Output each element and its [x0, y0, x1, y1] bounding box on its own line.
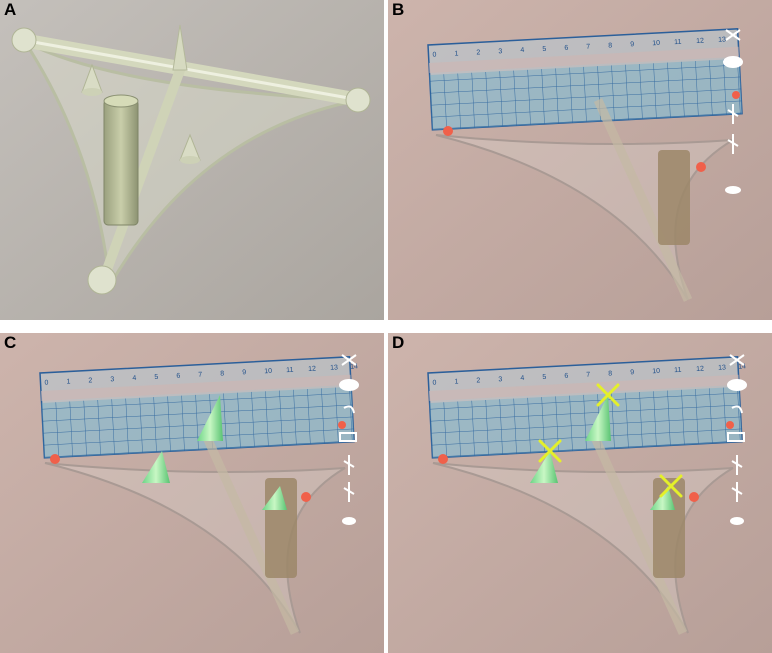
svg-text:11: 11 — [674, 39, 682, 46]
svg-text:6: 6 — [564, 373, 568, 380]
svg-text:0: 0 — [44, 380, 48, 387]
cone-1[interactable] — [585, 395, 611, 441]
panel-label: B — [392, 0, 405, 19]
cone-3[interactable] — [262, 486, 287, 510]
svg-text:3: 3 — [498, 48, 502, 55]
svg-text:10: 10 — [652, 40, 660, 47]
svg-text:12: 12 — [696, 38, 704, 45]
svg-text:8: 8 — [608, 42, 612, 49]
svg-text:3: 3 — [110, 376, 114, 383]
cone-1[interactable] — [197, 395, 223, 441]
cloud-icon — [339, 379, 359, 391]
svg-text:4: 4 — [520, 47, 524, 54]
cross-icon — [538, 439, 562, 463]
svg-text:1: 1 — [66, 378, 70, 385]
cross-icon — [596, 383, 620, 407]
svg-text:1: 1 — [454, 50, 458, 57]
y-icon — [727, 104, 739, 124]
svg-text:9: 9 — [630, 369, 634, 376]
svg-text:2: 2 — [88, 377, 92, 384]
ruler-numbers: 0 1 2 3 4 5 6 7 8 9 10 11 12 13 14 — [44, 363, 358, 386]
svg-text:1: 1 — [454, 378, 458, 385]
panel-label: C — [4, 333, 17, 352]
tool-menu[interactable] — [723, 29, 743, 194]
cone-3[interactable] — [650, 486, 675, 510]
ruler-numbers: 0 1 2 3 4 5 6 7 8 9 10 11 12 13 14 — [432, 363, 746, 386]
panel-d-ar-view-crossed: 0 1 2 3 4 5 6 7 8 9 10 11 12 13 14 — [388, 333, 772, 653]
svg-text:4: 4 — [132, 375, 136, 382]
y-icon — [343, 455, 355, 475]
blob-icon — [342, 517, 356, 525]
cross-marks — [538, 383, 683, 498]
svg-text:8: 8 — [608, 370, 612, 377]
svg-text:13: 13 — [718, 364, 726, 371]
cloud-icon — [723, 56, 743, 68]
svg-text:12: 12 — [696, 366, 704, 373]
svg-text:3: 3 — [498, 376, 502, 383]
y-icon — [731, 455, 743, 475]
svg-text:0: 0 — [432, 52, 436, 59]
svg-text:10: 10 — [652, 368, 660, 375]
svg-text:9: 9 — [630, 41, 634, 48]
photo-3d-printed-tool — [0, 0, 384, 320]
svg-text:6: 6 — [176, 373, 180, 380]
panel-b-ar-view: 0 1 2 3 4 5 6 7 8 9 10 11 12 13 — [388, 0, 772, 320]
svg-text:14: 14 — [350, 363, 358, 370]
blob-icon — [725, 186, 741, 194]
svg-text:14: 14 — [738, 363, 746, 370]
svg-text:2: 2 — [476, 377, 480, 384]
svg-text:5: 5 — [542, 46, 546, 53]
x-icon — [725, 29, 741, 41]
svg-text:5: 5 — [542, 374, 546, 381]
svg-text:5: 5 — [154, 374, 158, 381]
cone-2[interactable] — [530, 451, 558, 483]
ar-scene: 0 1 2 3 4 5 6 7 8 9 10 11 12 13 14 — [388, 333, 772, 653]
svg-text:9: 9 — [242, 369, 246, 376]
x-icon — [729, 354, 745, 366]
panel-label: A — [4, 0, 17, 19]
x-icon — [341, 354, 357, 366]
svg-text:8: 8 — [220, 370, 224, 377]
svg-text:6: 6 — [564, 45, 568, 52]
panel-a-photo: A — [0, 0, 384, 320]
svg-text:11: 11 — [674, 367, 682, 374]
curl-icon — [731, 405, 743, 414]
y-icon — [731, 482, 743, 502]
ar-scene: 0 1 2 3 4 5 6 7 8 9 10 11 12 13 — [388, 0, 772, 320]
svg-text:0: 0 — [432, 380, 436, 387]
y-icon — [727, 134, 739, 154]
svg-text:10: 10 — [264, 368, 272, 375]
svg-text:7: 7 — [198, 372, 202, 379]
tool-menu[interactable] — [727, 354, 747, 525]
svg-text:2: 2 — [476, 49, 480, 56]
cloud-icon — [727, 379, 747, 391]
panel-c-ar-view-cones: 0 1 2 3 4 5 6 7 8 9 10 11 12 13 14 — [0, 333, 384, 653]
svg-text:7: 7 — [586, 372, 590, 379]
rectangle-icon — [339, 432, 357, 442]
cross-icon — [659, 474, 683, 498]
blob-icon — [730, 517, 744, 525]
ar-scene: 0 1 2 3 4 5 6 7 8 9 10 11 12 13 14 — [0, 333, 384, 653]
svg-text:4: 4 — [520, 375, 524, 382]
rectangle-icon — [727, 432, 745, 442]
svg-text:11: 11 — [286, 367, 294, 374]
tool-menu[interactable] — [339, 354, 359, 525]
ruler-numbers: 0 1 2 3 4 5 6 7 8 9 10 11 12 13 — [432, 36, 726, 58]
svg-text:7: 7 — [586, 44, 590, 51]
svg-text:12: 12 — [308, 366, 316, 373]
curl-icon — [343, 405, 355, 414]
svg-text:13: 13 — [718, 36, 726, 43]
y-icon — [343, 482, 355, 502]
svg-text:13: 13 — [330, 364, 338, 371]
panel-label: D — [392, 333, 405, 352]
cone-2[interactable] — [142, 451, 170, 483]
